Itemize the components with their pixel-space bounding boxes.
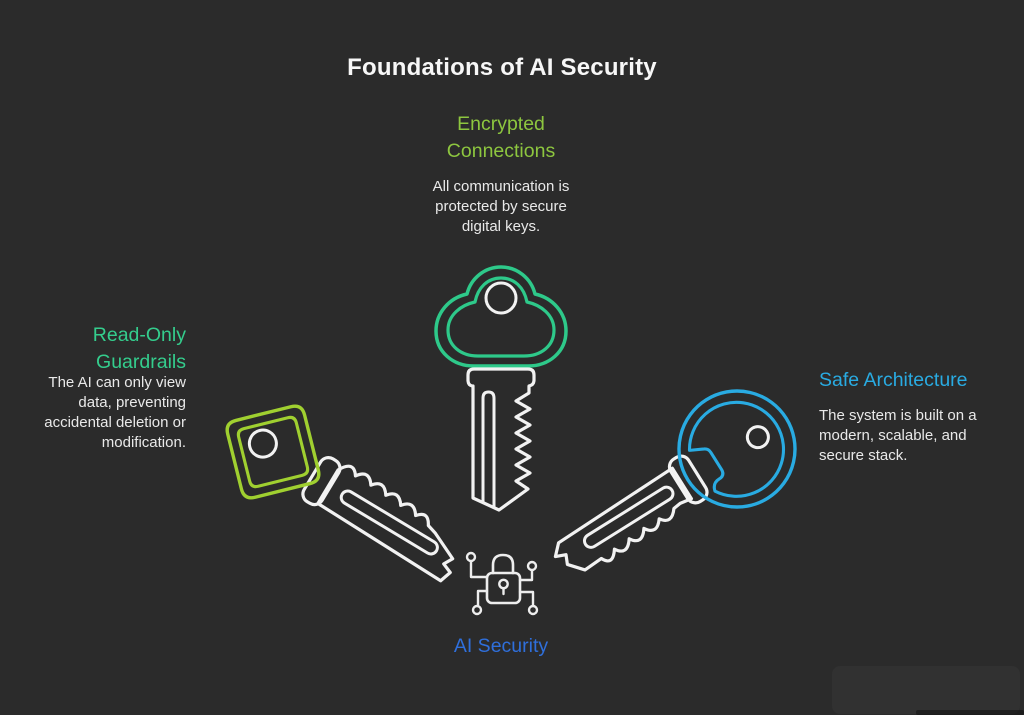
shield-key-hole	[247, 428, 278, 459]
circuit-trace-top-right	[518, 569, 534, 582]
cloud-key-icon	[434, 265, 568, 512]
watermark-strip	[916, 710, 1024, 715]
round-key-hole	[745, 425, 770, 450]
shield-key-collar	[301, 456, 342, 507]
ai-security-label: AI Security	[453, 635, 549, 657]
shield-key-head-outer	[225, 404, 321, 500]
shield-key-slot	[339, 489, 439, 556]
cloud-key-hole	[484, 281, 518, 315]
encrypted-connections-heading: Encrypted Connections	[446, 113, 556, 162]
circuit-trace-bottom-right	[518, 590, 535, 607]
round-key-head-inner	[687, 400, 786, 498]
shield-key-icon	[225, 404, 455, 583]
round-key-slot	[582, 485, 675, 549]
shield-key-head-inner	[236, 415, 310, 489]
round-key-icon	[553, 389, 797, 572]
round-key-blade	[553, 466, 694, 572]
circuit-trace-bottom-left	[476, 589, 489, 607]
watermark-area	[832, 666, 1020, 714]
circuit-node-bottom-left	[471, 604, 483, 616]
circuit-node-top-right	[526, 560, 538, 572]
safe-architecture-heading: Safe Architecture	[819, 369, 968, 391]
cloud-key-blade	[466, 367, 536, 512]
round-key-head-outer	[677, 389, 797, 509]
lock-keyhole	[498, 578, 509, 590]
read-only-guardrails-description: The AI can only view data, preventing ac…	[44, 374, 186, 451]
cloud-key-head-outer	[434, 265, 568, 368]
encrypted-connections-description: All communication is protected by secure…	[432, 178, 570, 235]
circuit-lock-icon	[465, 551, 539, 616]
lock-shackle	[491, 553, 515, 575]
round-key-collar	[667, 454, 709, 505]
safe-architecture-description: The system is built on a modern, scalabl…	[819, 407, 977, 464]
circuit-node-top-left	[465, 551, 477, 563]
cloud-key-head-inner	[446, 276, 556, 358]
read-only-guardrails-heading: Read-Only Guardrails	[92, 324, 186, 373]
circuit-trace-top-left	[469, 560, 489, 579]
cloud-key-slot	[481, 390, 496, 509]
shield-key-blade	[316, 464, 455, 583]
circuit-node-bottom-right	[527, 604, 539, 616]
page-title: Foundations of AI Security	[347, 54, 657, 81]
lock-body	[485, 571, 522, 605]
